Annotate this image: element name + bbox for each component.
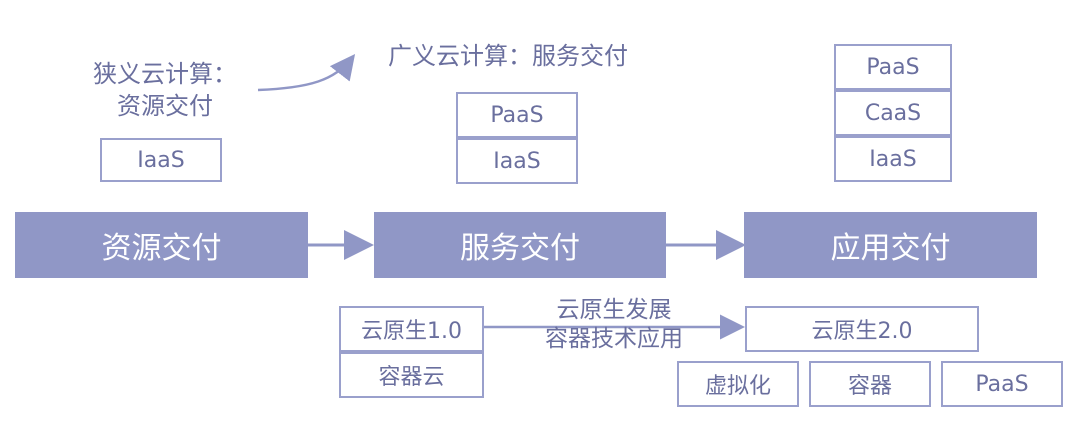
- stack-middle-iaas: IaaS: [456, 138, 578, 184]
- item-paas: PaaS: [941, 361, 1063, 407]
- stack-right-paas: PaaS: [834, 44, 952, 90]
- stack-right-iaas: IaaS: [834, 136, 952, 182]
- cloud-native-1-box: 云原生1.0: [339, 306, 484, 352]
- development-label: 云原生发展 容器技术应用: [496, 296, 732, 354]
- stack-left-iaas: IaaS: [100, 138, 222, 182]
- development-line1: 云原生发展: [556, 297, 672, 323]
- cloud-native-2-box: 云原生2.0: [745, 306, 979, 352]
- curved-arrow: [257, 54, 356, 92]
- item-virtualization: 虚拟化: [677, 361, 799, 407]
- development-line2: 容器技术应用: [545, 326, 683, 352]
- narrow-cloud-label: 狭义云计算： 资源交付: [92, 58, 238, 122]
- container-cloud-box: 容器云: [339, 352, 484, 398]
- narrow-cloud-line1: 狭义云计算：: [93, 60, 237, 88]
- item-container: 容器: [809, 361, 931, 407]
- bar-application-delivery: 应用交付: [744, 212, 1037, 278]
- narrow-cloud-line2: 资源交付: [117, 92, 213, 120]
- broad-cloud-label: 广义云计算：服务交付: [388, 42, 628, 70]
- bar-service-delivery: 服务交付: [374, 212, 666, 278]
- stack-middle-paas: PaaS: [456, 92, 578, 138]
- stack-right-caas: CaaS: [834, 90, 952, 136]
- bar-resource-delivery: 资源交付: [15, 212, 308, 278]
